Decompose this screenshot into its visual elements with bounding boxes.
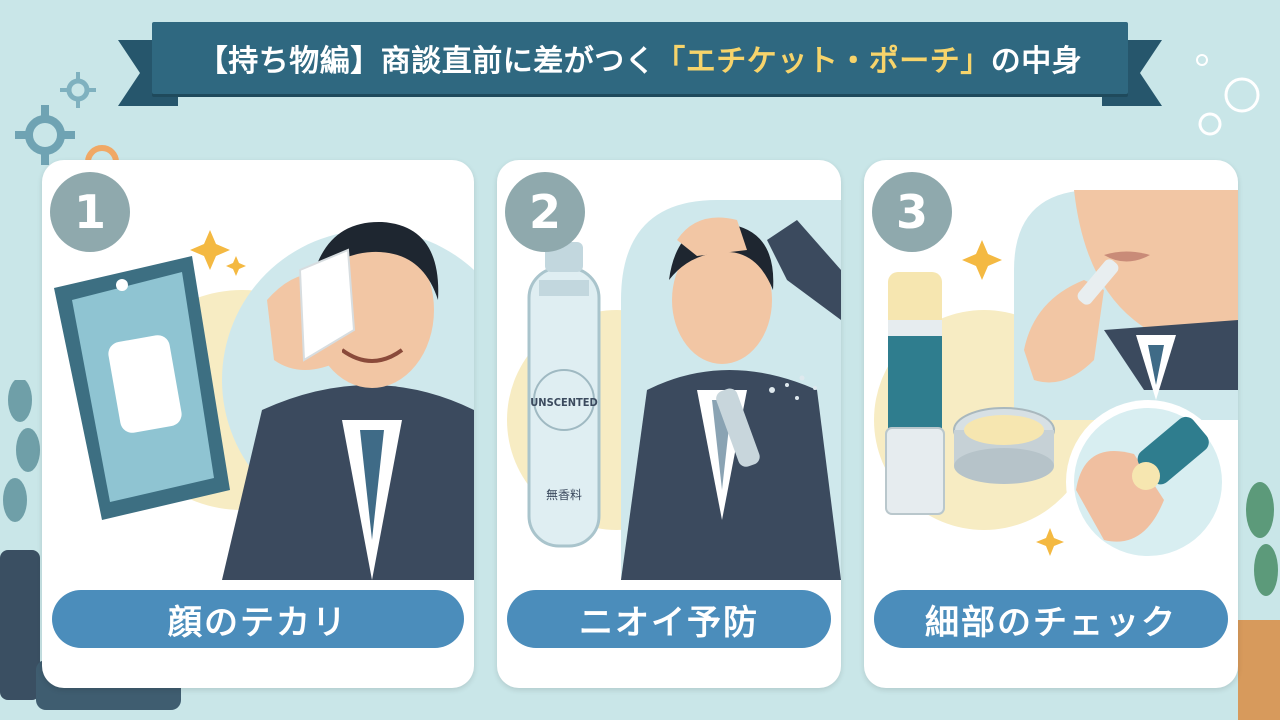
lip-balm-stick-icon [885,272,945,515]
can-sublabel-text: 無香料 [545,488,582,502]
card-face-shine: 1 顔のテカリ [42,160,474,688]
plant-pot-icon [1238,482,1280,720]
spray-mist [769,375,817,400]
gear-icon [15,105,75,165]
deodorant-illustration [507,200,841,580]
businessman-figure [222,221,474,580]
face-wipe-illustration [54,221,474,580]
businessman-face [1024,190,1238,400]
plant-leaves-icon [3,380,40,522]
title-banner: 【持ち物編】商談直前に差がつく「エチケット・ポーチ」の中身 [118,22,1162,106]
title-highlight: 「エチケット・ポーチ」 [655,44,991,79]
card-label-pill: ニオイ予防 [507,590,831,648]
card-label-pill: 細部のチェック [874,590,1228,648]
title-prefix: 【持ち物編】商談直前に差がつく [197,44,656,79]
gear-icon [60,72,96,108]
step-number-badge: 2 [505,172,585,252]
card-label-pill: 顔のテカリ [52,590,464,648]
card-odor-prevention: UNSCENTED 無香料 2 ニオイ予防 [497,160,841,688]
sparkle-icon [190,230,246,276]
balm-tin-icon [953,407,1055,484]
sparkle-icon [962,240,1064,556]
banner-body: 【持ち物編】商談直前に差がつく「エチケット・ポーチ」の中身 [152,22,1128,94]
deodorant-can-icon [527,242,601,548]
bubbles-icon [1196,54,1260,136]
title-suffix: の中身 [990,44,1083,79]
wet-wipes-pack-icon [54,256,230,520]
card-detail-check: 3 細部のチェック [864,160,1238,688]
step-number-badge: 3 [872,172,952,252]
can-label-text: UNSCENTED [530,396,598,409]
fingertip-inset [1066,400,1230,564]
step-number-badge: 1 [50,172,130,252]
lip-balm-illustration [874,190,1238,564]
page-title: 【持ち物編】商談直前に差がつく「エチケット・ポーチ」の中身 [198,36,1083,80]
businessman-figure [621,217,841,580]
